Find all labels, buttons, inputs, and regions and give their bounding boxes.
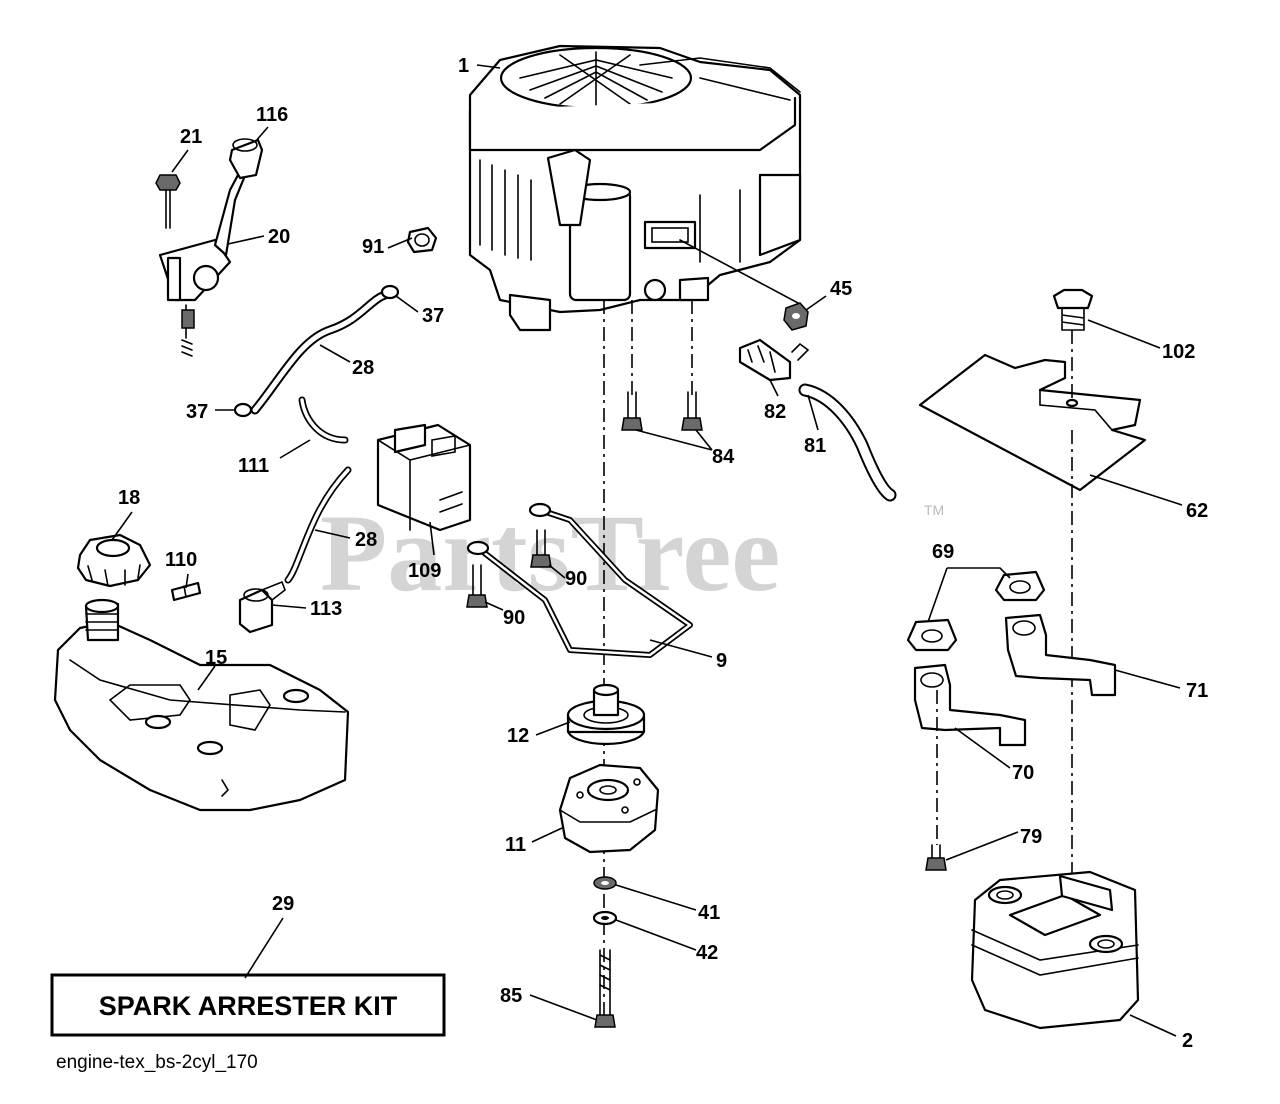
- tank-neck-part[interactable]: [84, 598, 120, 642]
- heat-shield-62-part[interactable]: [918, 353, 1147, 492]
- hose-81-part[interactable]: [798, 383, 897, 502]
- callout-29: 29: [272, 893, 294, 915]
- callout-62: 62: [1186, 500, 1208, 522]
- electric-clutch-11-part[interactable]: [558, 763, 660, 854]
- callout-71: 71: [1186, 680, 1208, 702]
- callout-2: 2: [1182, 1030, 1193, 1052]
- spark-arrester-kit-box[interactable]: SPARK ARRESTER KIT: [50, 973, 446, 1037]
- exhaust-pipe-70-part[interactable]: [913, 663, 1027, 747]
- fitting-110-part[interactable]: [170, 581, 202, 602]
- callout-109: 109: [408, 560, 441, 582]
- callout-90-upper: 90: [565, 568, 587, 590]
- bolt-21-part[interactable]: [155, 174, 181, 229]
- callout-11: 11: [505, 834, 526, 856]
- fitting-91-part[interactable]: [406, 226, 438, 254]
- bolt-90b-part[interactable]: [466, 564, 488, 608]
- callout-12: 12: [507, 725, 529, 747]
- pulley-12-part[interactable]: [566, 683, 646, 746]
- bolt-85-part[interactable]: [594, 949, 616, 1028]
- callout-15: 15: [205, 647, 227, 669]
- fuel-pump-82-part[interactable]: [738, 338, 810, 382]
- shutoff-valve-113-part[interactable]: [238, 580, 286, 634]
- callout-9: 9: [716, 650, 727, 672]
- callout-69: 69: [932, 541, 954, 563]
- callout-20: 20: [268, 226, 290, 248]
- callout-81: 81: [804, 435, 826, 457]
- bolt-79-part[interactable]: [925, 844, 947, 871]
- callout-42: 42: [696, 942, 718, 964]
- callout-116: 116: [256, 104, 288, 126]
- leader-lines: [111, 64, 1183, 1037]
- gasket-69-part[interactable]: [906, 570, 1046, 652]
- bolt-84a-part[interactable]: [621, 391, 643, 431]
- nut-45-part[interactable]: [783, 302, 809, 331]
- callout-45: 45: [830, 278, 852, 300]
- bolt-84b-part[interactable]: [681, 391, 703, 431]
- callout-1: 1: [458, 55, 469, 77]
- callout-85: 85: [500, 985, 522, 1007]
- callout-37-lower: 37: [186, 401, 208, 423]
- clamp-37-lower-part[interactable]: [233, 402, 253, 418]
- exhaust-pipe-71-part[interactable]: [1004, 613, 1117, 697]
- callout-111: 111: [238, 455, 269, 477]
- fuel-line-28-lower-part[interactable]: [284, 466, 352, 584]
- callout-28-upper: 28: [352, 357, 374, 379]
- clamp-37-upper-part[interactable]: [380, 284, 400, 300]
- callout-18: 18: [118, 487, 140, 509]
- callout-113: 113: [310, 598, 342, 620]
- fuel-filter-109-part[interactable]: [376, 423, 472, 532]
- washer-42-part[interactable]: [592, 910, 618, 926]
- fuel-tank-15-part[interactable]: [53, 620, 350, 812]
- engine-part[interactable]: [468, 44, 802, 332]
- callout-82: 82: [764, 401, 786, 423]
- bracket-9-part[interactable]: [466, 502, 693, 658]
- callout-84: 84: [712, 446, 735, 468]
- callout-21: 21: [180, 126, 202, 148]
- fuel-cap-18-part[interactable]: [76, 533, 152, 588]
- callout-91: 91: [362, 236, 384, 258]
- diagram-reference: engine-tex_bs-2cyl_170: [56, 1052, 258, 1073]
- screw-102-part[interactable]: [1052, 288, 1094, 331]
- fuel-line-28-upper-part[interactable]: [250, 290, 390, 415]
- callout-110: 110: [165, 549, 197, 571]
- fuel-line-111-part[interactable]: [298, 396, 349, 444]
- callout-41: 41: [698, 902, 720, 924]
- washer-41-part[interactable]: [593, 876, 617, 890]
- spark-arrester-kit-label: SPARK ARRESTER KIT: [99, 991, 398, 1021]
- callout-37-upper: 37: [422, 305, 444, 327]
- throttle-control-part[interactable]: [158, 173, 246, 357]
- callout-90-lower: 90: [503, 607, 525, 629]
- muffler-2-part[interactable]: [970, 870, 1140, 1030]
- callout-102: 102: [1162, 341, 1195, 363]
- callout-70: 70: [1012, 762, 1034, 784]
- callout-labels: 1 21 116 20 91 37 28 37 111 28 109 18 11…: [118, 55, 1208, 1052]
- watermark-tm: TM: [924, 502, 944, 518]
- callout-79: 79: [1020, 826, 1042, 848]
- knob-116-part[interactable]: [228, 138, 264, 180]
- callout-28-lower: 28: [355, 529, 377, 551]
